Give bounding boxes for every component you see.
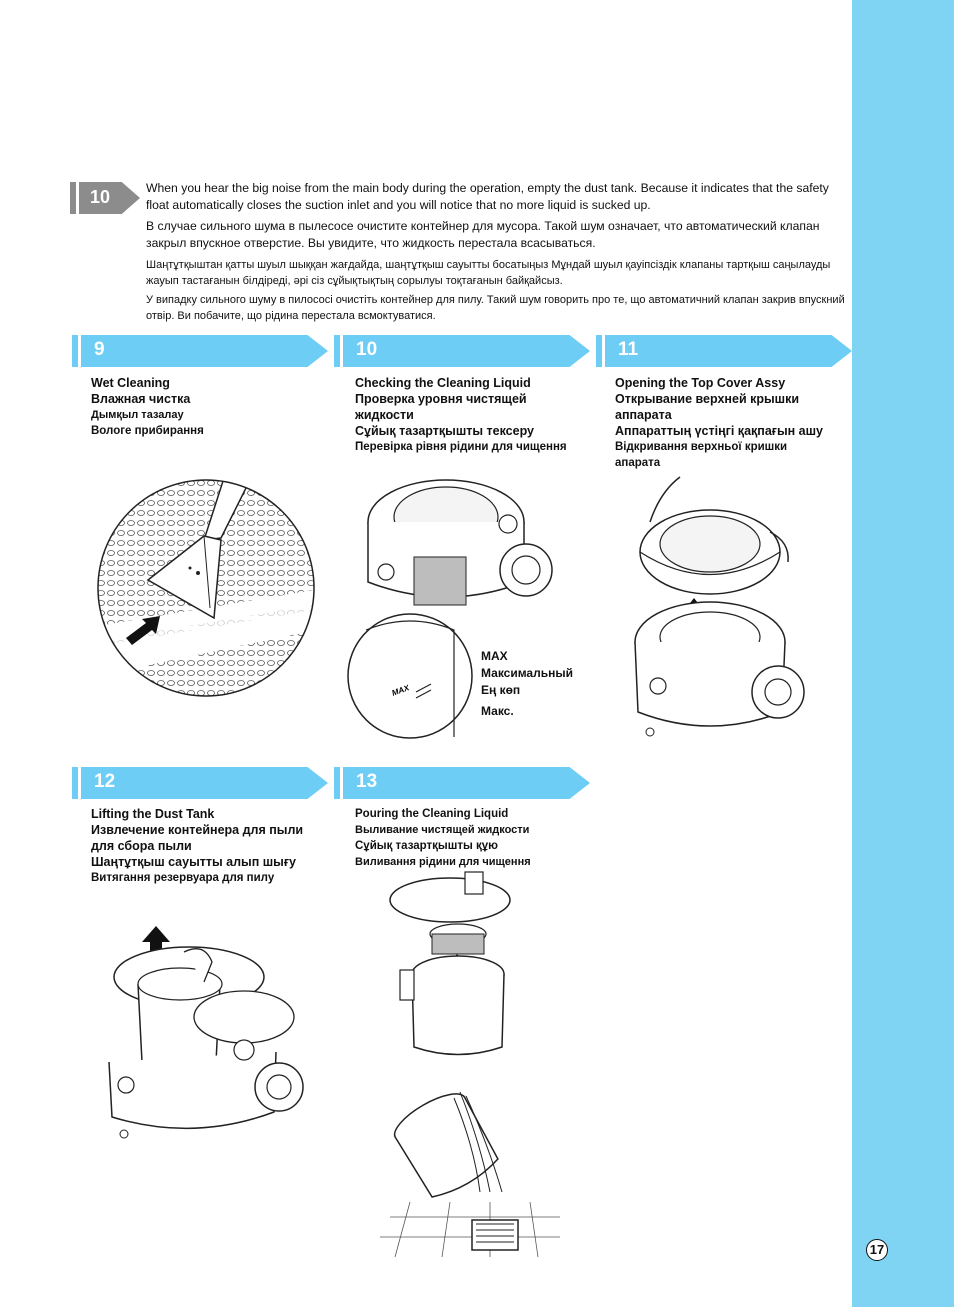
step-13-header: 13: [334, 767, 590, 799]
step-11-title: Opening the Top Cover Assy Открывание ве…: [615, 375, 823, 471]
title-line: Lifting the Dust Tank: [91, 807, 215, 821]
title-line: Извлечение контейнера для пыли: [91, 823, 304, 837]
wet-cleaning-illustration: [97, 479, 315, 697]
step-12-title: Lifting the Dust Tank Извлечение контейн…: [91, 806, 303, 886]
title-line: Відкривання верхньої кришки: [615, 441, 788, 453]
step-number: 10: [356, 339, 378, 360]
title-line: Checking the Cleaning Liquid: [355, 376, 531, 390]
title-line: Открывание верхней крышки: [615, 392, 800, 406]
title-line: Шаңтұтқыш сауытты алып шығу: [91, 855, 296, 869]
max-legend-en: MAX: [481, 649, 508, 663]
step-10-header: 10: [334, 335, 590, 367]
title-line: Pouring the Cleaning Liquid: [355, 808, 509, 820]
step-11-header: 11: [596, 335, 852, 367]
step-number: 12: [94, 771, 116, 792]
check-liquid-illustration: MAX: [347, 479, 553, 739]
title-line: Сұйық тазартқышты құю: [355, 840, 498, 852]
title-line: аппарата: [615, 408, 672, 422]
step-10-title: Checking the Cleaning Liquid Проверка ур…: [355, 375, 567, 455]
title-line: Вологе прибирання: [91, 425, 204, 437]
note-number: 10: [90, 187, 111, 207]
note-text-ru: В случае сильного шума в пылесосе очисти…: [146, 219, 820, 250]
title-line: Перевірка рівня рідини для чищення: [355, 441, 567, 453]
open-cover-illustration: [634, 476, 805, 737]
side-color-bar: [852, 0, 954, 1307]
title-line: Сұйық тазартқышты тексеру: [355, 424, 534, 438]
title-line: Wet Cleaning: [91, 376, 170, 390]
title-line: Аппараттың үстіңгі қақпағын ашу: [615, 424, 824, 438]
note-badge: 10: [70, 182, 140, 214]
pour-liquid-illustration: [380, 871, 560, 1258]
max-legend-ua: Макс.: [481, 704, 514, 718]
step-9-header: 9: [72, 335, 328, 367]
lift-tank-illustration: [108, 926, 304, 1139]
title-line: Проверка уровня чистящей: [355, 392, 527, 406]
title-line: Дымқыл тазалау: [91, 409, 184, 421]
note-text-ua: У випадку сильного шуму в пилососі очист…: [146, 294, 845, 322]
title-line: жидкости: [355, 408, 414, 422]
title-line: Влажная чистка: [91, 392, 191, 406]
note-text-en: When you hear the big noise from the mai…: [146, 181, 829, 212]
title-line: Виливання рідини для чищення: [355, 856, 531, 868]
step-12-header: 12: [72, 767, 328, 799]
title-line: Витягання резервуара для пилу: [91, 872, 275, 884]
max-legend-ru: Максимальный: [481, 666, 573, 680]
page-number: 17: [866, 1239, 888, 1261]
title-line: для сбора пыли: [91, 839, 192, 853]
title-line: Opening the Top Cover Assy: [615, 376, 786, 390]
step-number: 11: [618, 339, 639, 360]
title-line: Выливание чистящей жидкости: [355, 824, 530, 836]
max-legend: MAX Максимальный Ең көп Макс.: [481, 648, 573, 720]
step-number: 9: [94, 339, 105, 360]
step-9-title: Wet Cleaning Влажная чистка Дымқыл тазал…: [91, 375, 204, 439]
title-line: апарата: [615, 457, 661, 469]
note-text-kz: Шаңтұтқыштан қатты шуыл шыққан жағдайда,…: [146, 259, 831, 287]
step-13-title: Pouring the Cleaning Liquid Выливание чи…: [355, 806, 531, 870]
step-number: 13: [356, 771, 378, 792]
max-legend-kz: Ең көп: [481, 683, 521, 697]
